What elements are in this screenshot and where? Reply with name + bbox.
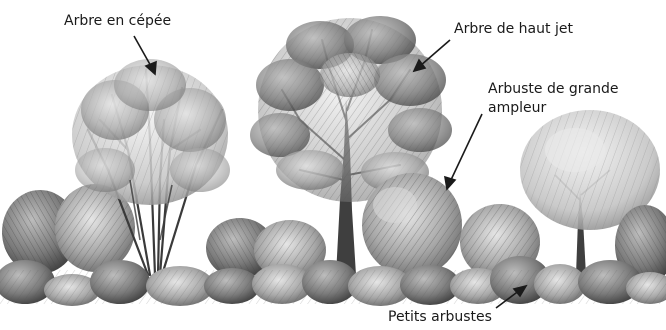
label-arbuste-grande-ampleur: Arbuste de grande ampleur (488, 80, 618, 118)
label-arbuste-line2: ampleur (488, 99, 618, 118)
label-arbuste-line1: Arbuste de grande (488, 80, 618, 99)
label-petits-arbustes: Petits arbustes (388, 308, 492, 327)
label-arbre-cepee: Arbre en cépée (64, 12, 171, 31)
label-arbre-haut-jet: Arbre de haut jet (454, 20, 573, 39)
